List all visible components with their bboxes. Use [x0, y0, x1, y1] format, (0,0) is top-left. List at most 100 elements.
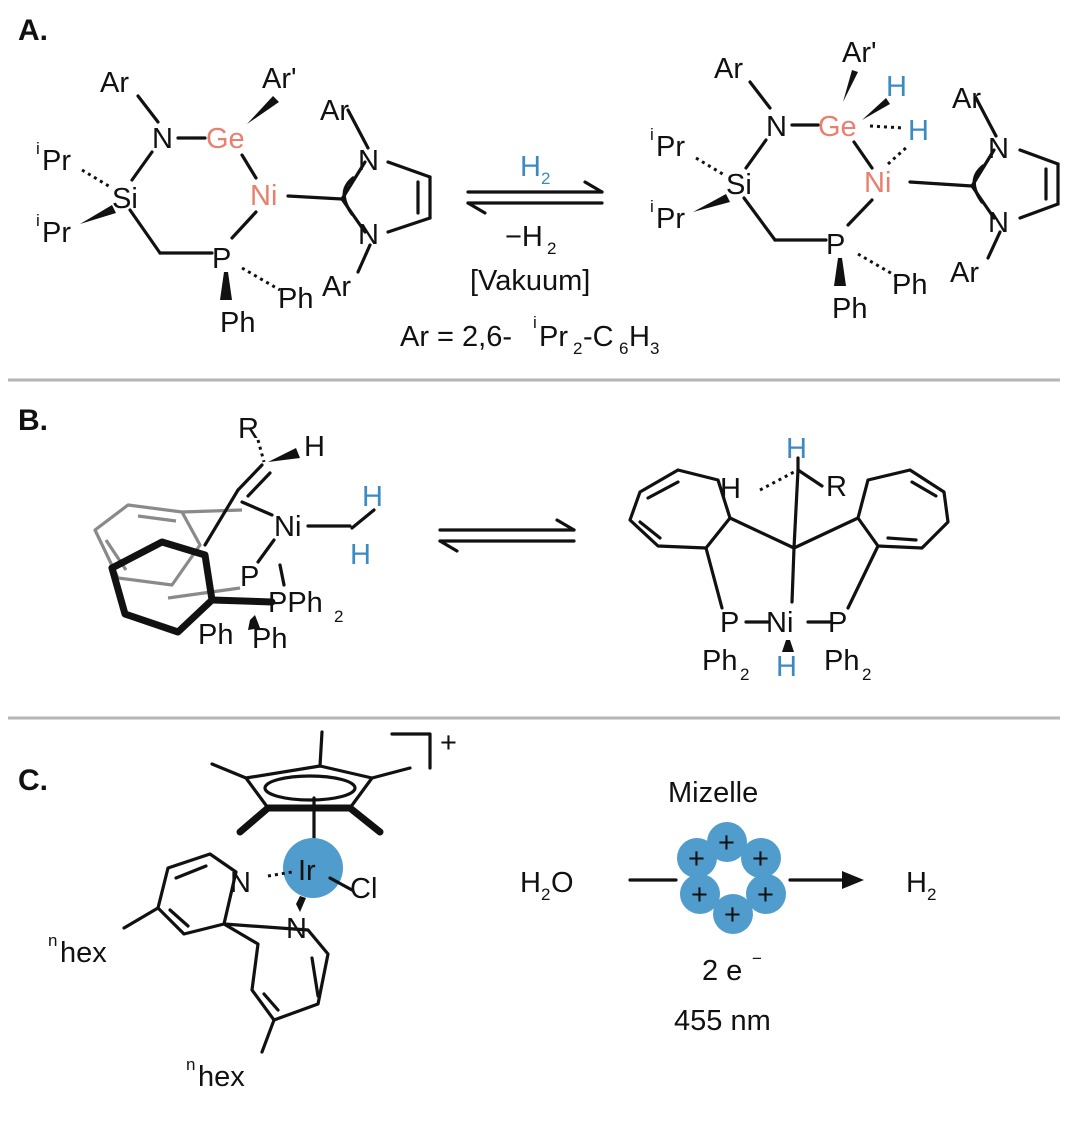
- germanium-label-right: Ge: [818, 111, 857, 143]
- ipr-sup-1: i: [36, 139, 40, 158]
- vinyl-h-label: H: [304, 431, 325, 463]
- hydrogen-sub: 2: [927, 885, 936, 904]
- ir-cl-bond: [328, 876, 354, 892]
- complex-a-right-bonds: [693, 70, 1060, 286]
- ar-label-right: Ar: [714, 53, 743, 85]
- nickel-label-b-right: Ni: [766, 607, 793, 639]
- ar-label: Ar: [100, 67, 129, 99]
- minus-h2-label: −H: [505, 221, 543, 253]
- r-label-left: R: [238, 413, 259, 445]
- nhc-ar-label-top: Ar: [320, 95, 349, 127]
- amide-n-label: N: [152, 123, 173, 155]
- nhc-n-label-bottom-right: N: [988, 207, 1009, 239]
- micelle-ball-4: [713, 894, 753, 934]
- dihydrogen-h-2: H: [350, 539, 371, 571]
- micelle: + + + + + +: [677, 822, 786, 934]
- pph2-label: PPh: [268, 587, 323, 619]
- equilibrium-arrow-b: [438, 518, 576, 553]
- complex-a-right-labels: Ar Ar' H H N Ge Ni Si P Ph Ph Ar N N Ar …: [650, 37, 1009, 325]
- ipr-sup-right-1: i: [650, 125, 654, 144]
- panel-a-label: A.: [18, 14, 48, 47]
- micelle-charge-1: +: [718, 827, 735, 859]
- ar-def-h: H: [629, 321, 650, 353]
- complex-a-left-labels: Ar Ar' N Ge Ni Si P Ph Ph Ar N N Ar i Pr…: [36, 63, 379, 339]
- hex-label-2: hex: [198, 1061, 245, 1093]
- vacuum-label: [Vakuum]: [470, 265, 590, 297]
- micelle-charge-3: +: [757, 879, 774, 911]
- complex-b-left-labels: R H Ni H H P PPh 2 Ph Ph: [198, 413, 383, 655]
- ipr-label-right-1: Pr: [656, 131, 685, 163]
- micelle-charge-4: +: [724, 899, 741, 931]
- ph2-label-left: Ph: [702, 645, 737, 677]
- nhc-ar-label-bottom: Ar: [322, 271, 351, 303]
- micelle-charge-5: +: [691, 879, 708, 911]
- cation-charge: +: [440, 727, 457, 759]
- ir-n-wedge-bond: [296, 896, 306, 912]
- nhc-n-label-top: N: [358, 145, 379, 177]
- water-h: H: [520, 867, 541, 899]
- complex-b-left-bonds: [93, 439, 376, 636]
- ar-prime-label: Ar': [262, 63, 297, 95]
- nickel-label: Ni: [250, 180, 277, 212]
- hydrogen-h: H: [906, 867, 927, 899]
- nickel-label-right: Ni: [864, 167, 891, 199]
- wavelength-label: 455 nm: [674, 1005, 771, 1037]
- ar-def-sub3: 3: [650, 339, 659, 358]
- micelle-charge-2: +: [752, 843, 769, 875]
- hex-sup-1: n: [48, 931, 57, 950]
- r-label-right: R: [826, 471, 847, 503]
- complex-a-left-bonds: [80, 94, 432, 300]
- electrons-label: 2 e: [702, 955, 742, 987]
- electrons-sup: −: [752, 949, 762, 968]
- nhc-n-label-top-right: N: [988, 133, 1009, 165]
- micelle-ball-5: [680, 874, 720, 914]
- pph2-sub: 2: [334, 607, 343, 626]
- ipr-label-right-2: Pr: [656, 203, 685, 235]
- arrow-head: [842, 871, 864, 889]
- silicon-label: Si: [112, 183, 138, 215]
- phosphorus-label-b-right-2: P: [828, 607, 847, 639]
- methine-h-label: H: [720, 473, 741, 505]
- nickel-hydride-label: H: [776, 651, 797, 683]
- ph2-sub-left: 2: [740, 665, 749, 684]
- ar-def-sub2: 2: [573, 339, 582, 358]
- micelle-ball-1: [707, 822, 747, 862]
- nhc-n-label-bottom: N: [358, 219, 379, 251]
- ar-def-i: i: [533, 313, 537, 332]
- water-o: O: [551, 867, 574, 899]
- bpy-n-label-1: N: [230, 867, 251, 899]
- phenyl-label-right-2: Ph: [892, 269, 927, 301]
- h2-forward-sub: 2: [541, 169, 550, 188]
- panel-b-label: B.: [18, 404, 48, 437]
- micelle-ball-2: [741, 838, 781, 878]
- germanium-label: Ge: [206, 123, 245, 155]
- micelle-charge-6: +: [688, 843, 705, 875]
- water-sub: 2: [541, 885, 550, 904]
- photocatalysis-scheme: H 2 O H 2 Mizelle + + + + + +: [520, 777, 936, 1037]
- iridium-ball: [283, 838, 343, 898]
- ph2-label-right: Ph: [824, 645, 859, 677]
- hydride-label-2: H: [908, 115, 929, 147]
- ipr-sup-2: i: [36, 211, 40, 230]
- iridium-label: Ir: [298, 855, 316, 887]
- bpy-n-label-2: N: [286, 913, 307, 945]
- micelle-ball-3: [746, 874, 786, 914]
- bipyridine-ligand: [122, 852, 330, 1054]
- micelle-ball-6: [677, 838, 717, 878]
- complex-b-right-bonds: [628, 456, 950, 652]
- hex-sup-2: n: [186, 1055, 195, 1074]
- phenyl-label-2: Ph: [278, 283, 313, 315]
- micelle-label: Mizelle: [668, 777, 758, 809]
- ar-def-prefix: Ar = 2,6-: [400, 321, 512, 353]
- panel-b: B. R H Ni H H P: [18, 404, 950, 684]
- nickel-label-b-left: Ni: [274, 511, 301, 543]
- phenyl-label-1: Ph: [220, 307, 255, 339]
- panel-a: A. Ar A: [18, 14, 1060, 358]
- hex-label-1: hex: [60, 937, 107, 969]
- phosphorus-label: P: [212, 243, 231, 275]
- phosphorus-label-b-left: P: [240, 561, 259, 593]
- nhc-ar-label-top-right: Ar: [952, 83, 981, 115]
- complex-b-right-labels: H H R P Ni P H Ph 2 Ph 2: [702, 433, 871, 684]
- phenyl-label-right-1: Ph: [832, 293, 867, 325]
